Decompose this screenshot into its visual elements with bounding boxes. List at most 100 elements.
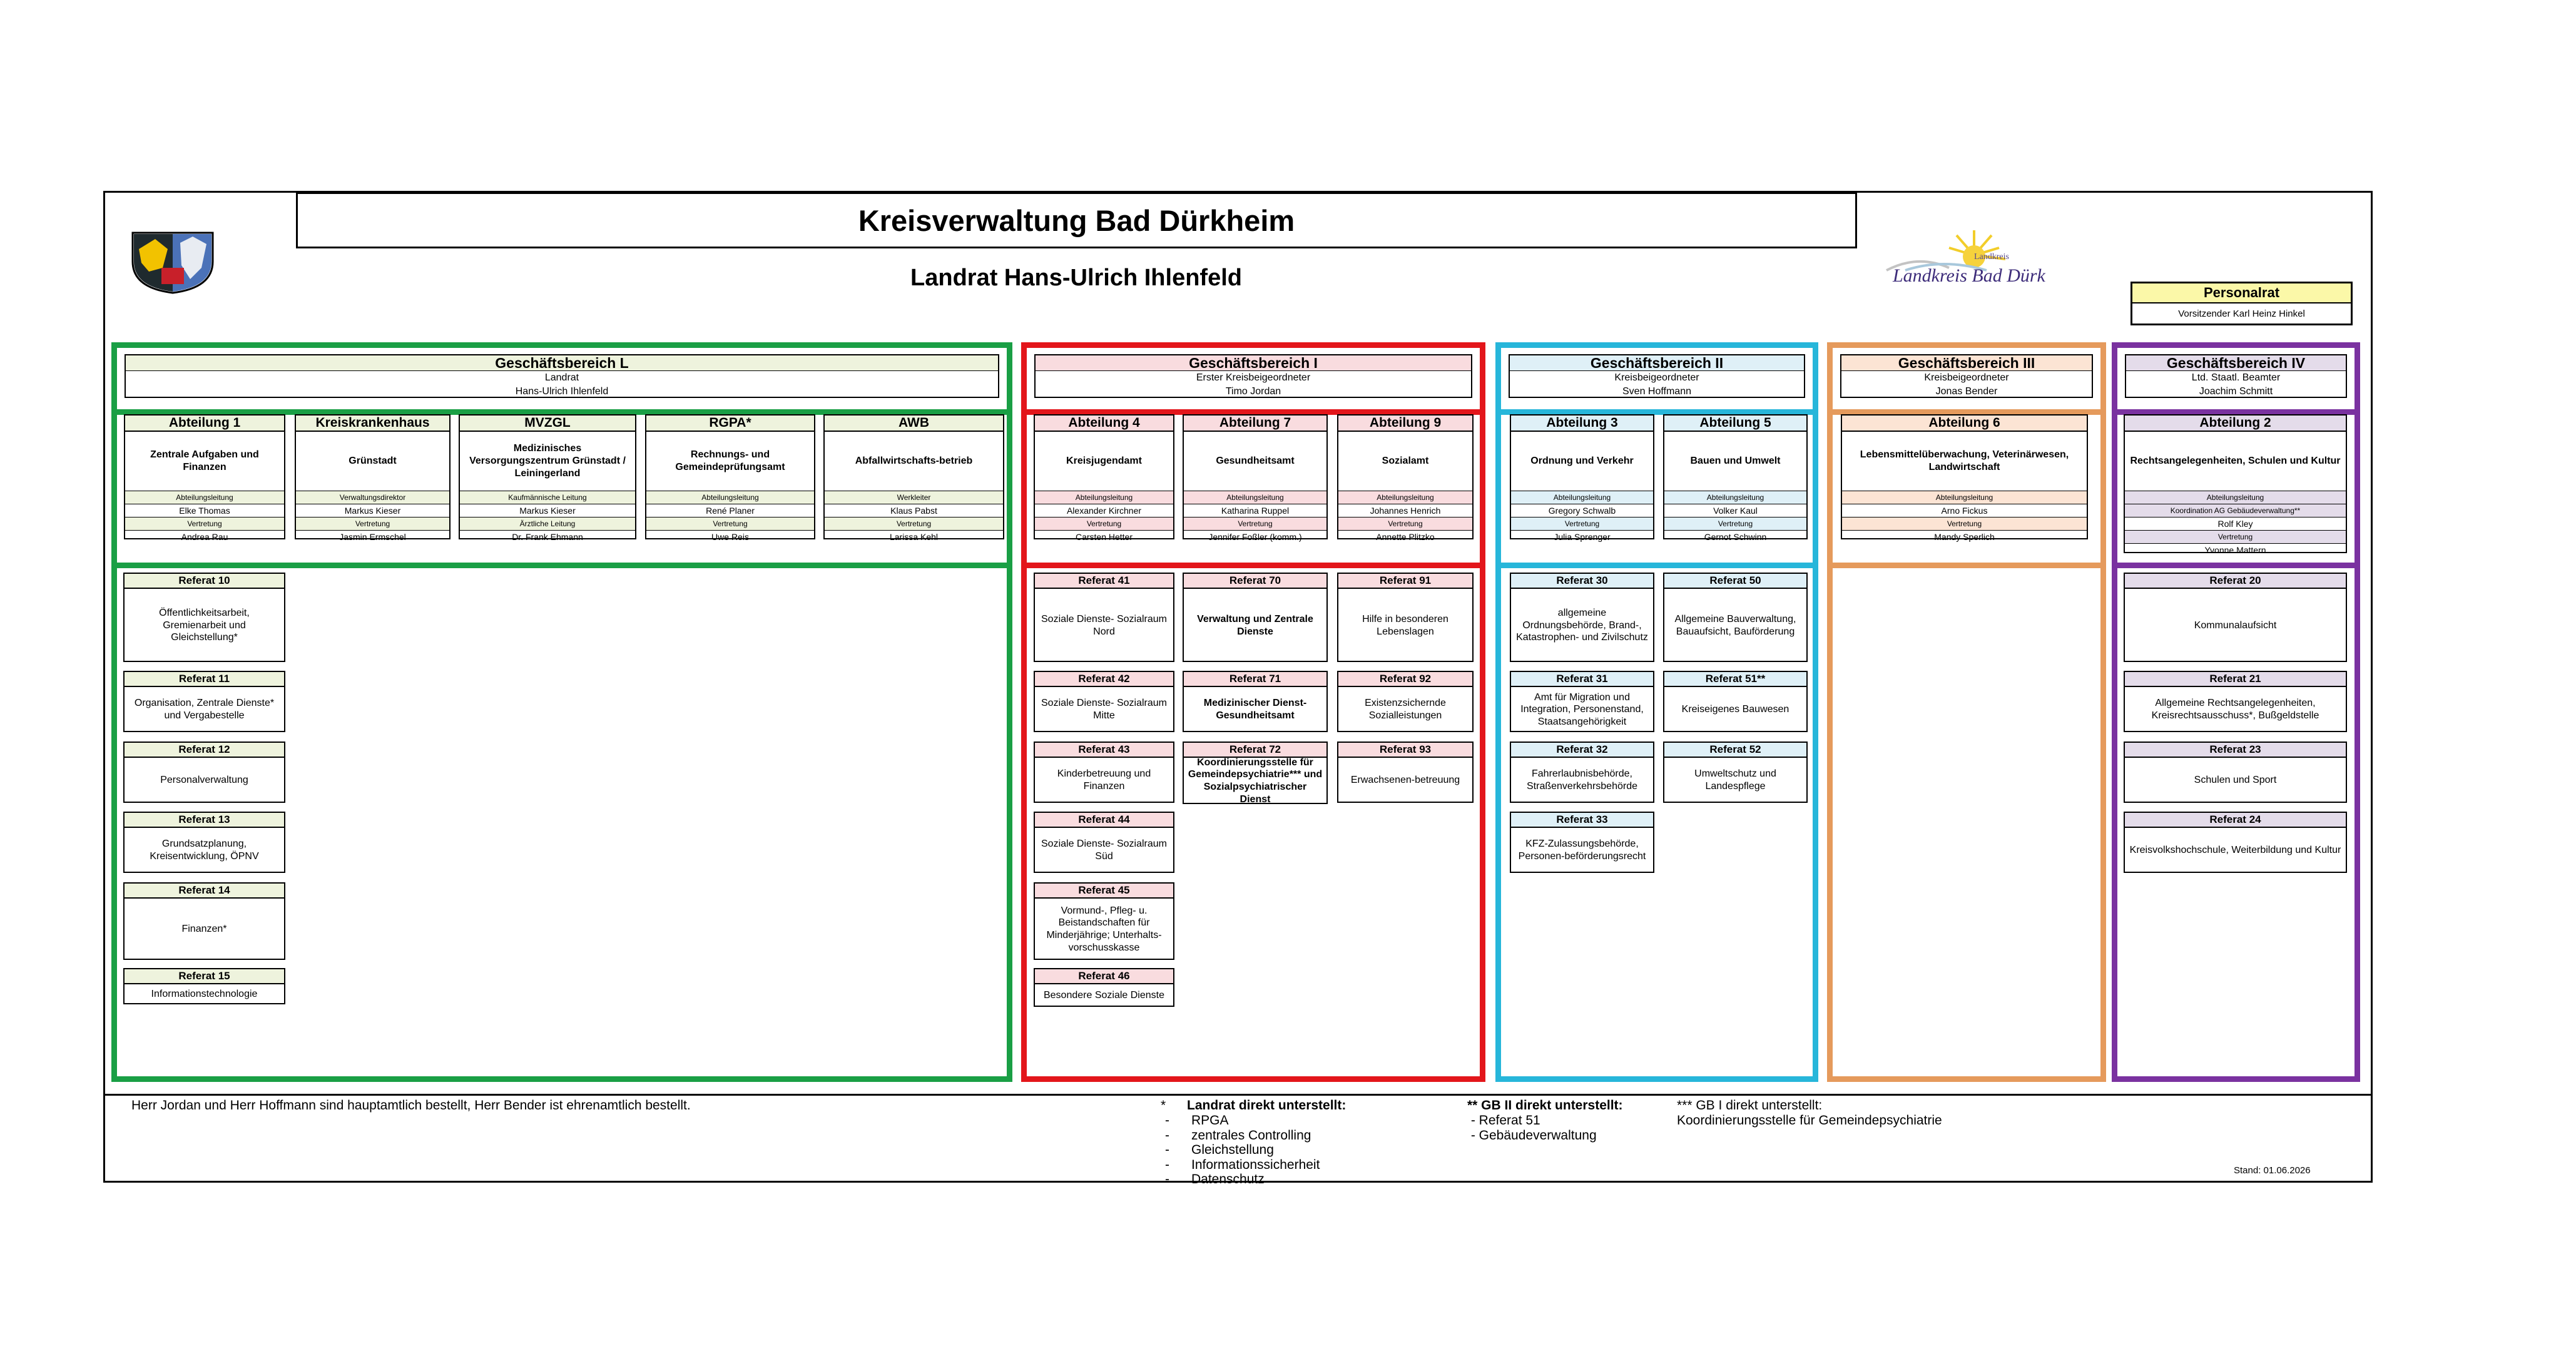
referat-description: Schulen und Sport [2194,775,2277,786]
referat-title: Referat 42 [1035,672,1173,687]
deputy-label: Vertretung [1338,517,1472,530]
abteilung-title: MVZGL [460,415,635,432]
abteilung-box: Abteilung 1 Zentrale Aufgaben und Finanze… [124,414,285,542]
deputy-name: Andrea Rau [125,530,284,543]
referat-title: Referat 23 [2125,743,2346,758]
abteilung-title: Abteilung 3 [1511,415,1653,432]
footnote-gb1-head: *** GB I direkt unterstellt: [1677,1098,1823,1113]
lead-name: Rolf Kley [2125,517,2346,530]
abteilung-title: Kreiskrankenhaus [296,415,449,432]
lead-name: Johannes Henrich [1338,504,1472,517]
deputy-name: Gernot Schwinn [1664,530,1806,543]
referat-title: Referat 30 [1511,574,1653,589]
abteilung-name: Gesundheitsamt [1216,456,1295,466]
gb-person: Joachim Schmitt [2199,386,2273,397]
gb-role: Erster Kreisbeigeordneter [1196,372,1311,383]
lead-label: Kaufmännische Leitung [460,491,635,504]
referat-title: Referat 92 [1338,672,1472,687]
deputy-label: Vertretung [1035,517,1173,530]
referat-description: Soziale Dienste- Sozialraum Nord [1041,613,1167,637]
deputy-name: Carsten Hetter [1035,530,1173,543]
lead-label: Abteilungsleitung [1842,491,2087,504]
column-separator [2117,563,2355,568]
column-separator [117,563,1007,568]
referat-title: Referat 71 [1184,672,1326,687]
referat-title: Referat 70 [1184,574,1326,589]
deputy-label: Vertretung [296,517,449,530]
referat-description: Personalverwaltung [160,775,248,786]
column-separator [1501,409,1813,415]
referat-title: Referat 20 [2125,574,2346,589]
abteilung-title: Abteilung 1 [125,415,284,432]
abteilung-name: Kreisjugendamt [1066,456,1142,466]
deputy-name: Mandy Sperlich [1842,530,2087,543]
referat-description: Vormund-, Pfleg- u. Beistandschaften für… [1046,905,1162,953]
column-separator [1833,563,2100,568]
coat-of-arms-logo [131,232,214,294]
referat-title: Referat 46 [1035,969,1173,984]
landkreis-logo: Landkreis Landkreis Bad Dürkheim [1880,227,2082,289]
lead-label: Abteilungsleitung [1338,491,1472,504]
referat-title: Referat 12 [125,743,284,758]
deputy-name: Uwe Reis [646,530,814,543]
footer-note: Herr Jordan und Herr Hoffmann sind haupt… [131,1098,691,1113]
footnote-landrat-items: - RPGA - zentrales Controlling - Gleichs… [1165,1113,1320,1187]
column-separator [117,409,1007,415]
referat-description: KFZ-Zulassungsbehörde, Personen-beförder… [1518,839,1646,862]
referat-description: Hilfe in besonderen Lebenslagen [1362,613,1448,637]
abteilung-name: Zentrale Aufgaben und Finanzen [150,449,259,472]
column-separator [1027,563,1480,568]
deputy-label: Vertretung [2125,530,2346,543]
lead-label: Werkleiter [825,491,1003,504]
logo-small-text: Landkreis [1974,252,2009,262]
abteilung-title: Abteilung 5 [1664,415,1806,432]
lead-name: Volker Kaul [1664,504,1806,517]
lead-label: Verwaltungsdirektor [296,491,449,504]
gb-title: Geschäftsbereich I [1036,355,1471,371]
personalrat-name: Vorsitzender Karl Heinz Hinkel [2178,308,2305,319]
referat-description: Öffentlichkeitsarbeit, Gremienarbeit und… [159,608,250,643]
referat-description: Verwaltung und Zentrale Dienste [1197,613,1313,637]
gb-person: Timo Jordan [1225,386,1281,397]
lead-name: Gregory Schwalb [1511,504,1653,517]
referat-title: Referat 44 [1035,813,1173,828]
referat-box: Referat 46 Besondere Soziale Dienste [1034,968,1174,1007]
chart-frame [103,191,2373,1183]
lead-label: Abteilungsleitung [1035,491,1173,504]
referat-description: Organisation, Zentrale Dienste* und Verg… [134,698,275,721]
footer-divider [103,1094,2373,1096]
referat-description: Kreisvolkshochschule, Weiterbildung und … [2129,845,2341,856]
gb-role: Landrat [544,372,579,383]
deputy-label: Vertretung [125,517,284,530]
column-separator [1027,409,1480,415]
deputy-label: Vertretung [1664,517,1806,530]
abteilung-name: Abfallwirtschafts-betrieb [855,456,973,466]
gb-title: Geschäftsbereich L [126,355,998,371]
referat-description: Erwachsenen-betreuung [1350,775,1460,786]
referat-description: Besondere Soziale Dienste [1043,990,1164,1001]
column-separator [2117,409,2355,415]
referat-box: Referat 51**Kreiseigenes Bauwesen [1663,671,1808,732]
referat-box: Referat 12 Personalverwaltung [123,742,285,803]
abteilung-title: Abteilung 4 [1035,415,1173,432]
deputy-name: Yvonne Mattern [2125,543,2346,556]
gb-title: Geschäftsbereich III [1841,355,2092,371]
lead-label: Abteilungsleitung [125,491,284,504]
referat-description: Soziale Dienste- Sozialraum Süd [1041,839,1167,862]
referat-box: Referat 70 Verwaltung und Zentrale Dienst… [1183,573,1328,662]
